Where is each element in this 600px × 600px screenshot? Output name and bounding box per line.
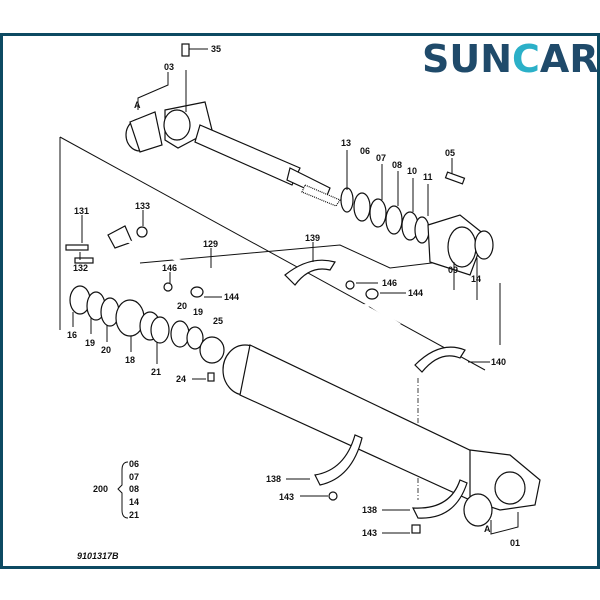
callout-10: 10: [407, 166, 417, 176]
seal-set: [340, 187, 430, 244]
cylinder-tube: [222, 344, 541, 527]
callout-143: 143: [279, 492, 294, 502]
pipe-assembly: [107, 225, 401, 327]
kit-item: 14: [129, 497, 139, 507]
clip: [190, 286, 204, 298]
callout-138: 138: [266, 474, 281, 484]
callout-20-top: 20: [177, 301, 187, 311]
callout-14: 14: [471, 274, 481, 284]
clamp: [314, 434, 363, 486]
callout-03: 03: [164, 62, 174, 72]
clamp: [414, 346, 466, 373]
callout-19: 19: [85, 338, 95, 348]
callout-09: 09: [448, 265, 458, 275]
callout-08: 08: [392, 160, 402, 170]
leader-line: [139, 244, 441, 269]
bolt: [163, 282, 173, 292]
callout-19-top: 19: [193, 307, 203, 317]
piston-rod: [125, 101, 341, 207]
grease-fitting: [181, 43, 190, 57]
kit-item: 21: [129, 510, 139, 520]
callout-133: 133: [135, 201, 150, 211]
clip: [365, 288, 379, 300]
callout-a-top: A: [134, 100, 141, 110]
callout-06: 06: [360, 146, 370, 156]
piston-seal-set: [69, 285, 225, 382]
callout-13: 13: [341, 138, 351, 148]
callout-131: 131: [74, 206, 89, 216]
callout-01: 01: [510, 538, 520, 548]
callout-35: 35: [211, 44, 221, 54]
callout-144: 144: [408, 288, 423, 298]
callout-146: 146: [382, 278, 397, 288]
clamp: [284, 259, 336, 286]
bolt: [328, 491, 338, 501]
bolt: [411, 524, 421, 534]
callout-146: 146: [162, 263, 177, 273]
callout-a-bottom: A: [484, 524, 491, 534]
callout-20: 20: [101, 345, 111, 355]
bolt: [74, 257, 94, 264]
bolt: [345, 280, 355, 290]
bolt: [65, 244, 89, 251]
kit-item: 06: [129, 459, 139, 469]
callout-11: 11: [423, 172, 433, 182]
boundary-line: [59, 136, 486, 371]
callout-132: 132: [73, 263, 88, 273]
seal-kit-legend: 200 06 07 08 14 21: [93, 459, 139, 520]
callout-140: 140: [491, 357, 506, 367]
callout-21: 21: [151, 367, 161, 377]
callout-144: 144: [224, 292, 239, 302]
callout-25: 25: [213, 316, 223, 326]
callout-05: 05: [445, 148, 455, 158]
drawing-code: 9101317B: [77, 551, 119, 561]
suncar-logo: SUNCAR: [422, 37, 599, 81]
kit-item: 07: [129, 472, 139, 482]
callout-138: 138: [362, 505, 377, 515]
cylinder-head: [427, 214, 494, 276]
callout-139: 139: [305, 233, 320, 243]
callout-24: 24: [176, 374, 186, 384]
kit-item: 08: [129, 484, 139, 494]
kit-label: 200: [93, 484, 108, 494]
callout-16: 16: [67, 330, 77, 340]
clamp: [412, 479, 468, 519]
callout-129: 129: [203, 239, 218, 249]
bolt: [444, 171, 466, 185]
callout-143: 143: [362, 528, 377, 538]
callout-07: 07: [376, 153, 386, 163]
callout-18: 18: [125, 355, 135, 365]
